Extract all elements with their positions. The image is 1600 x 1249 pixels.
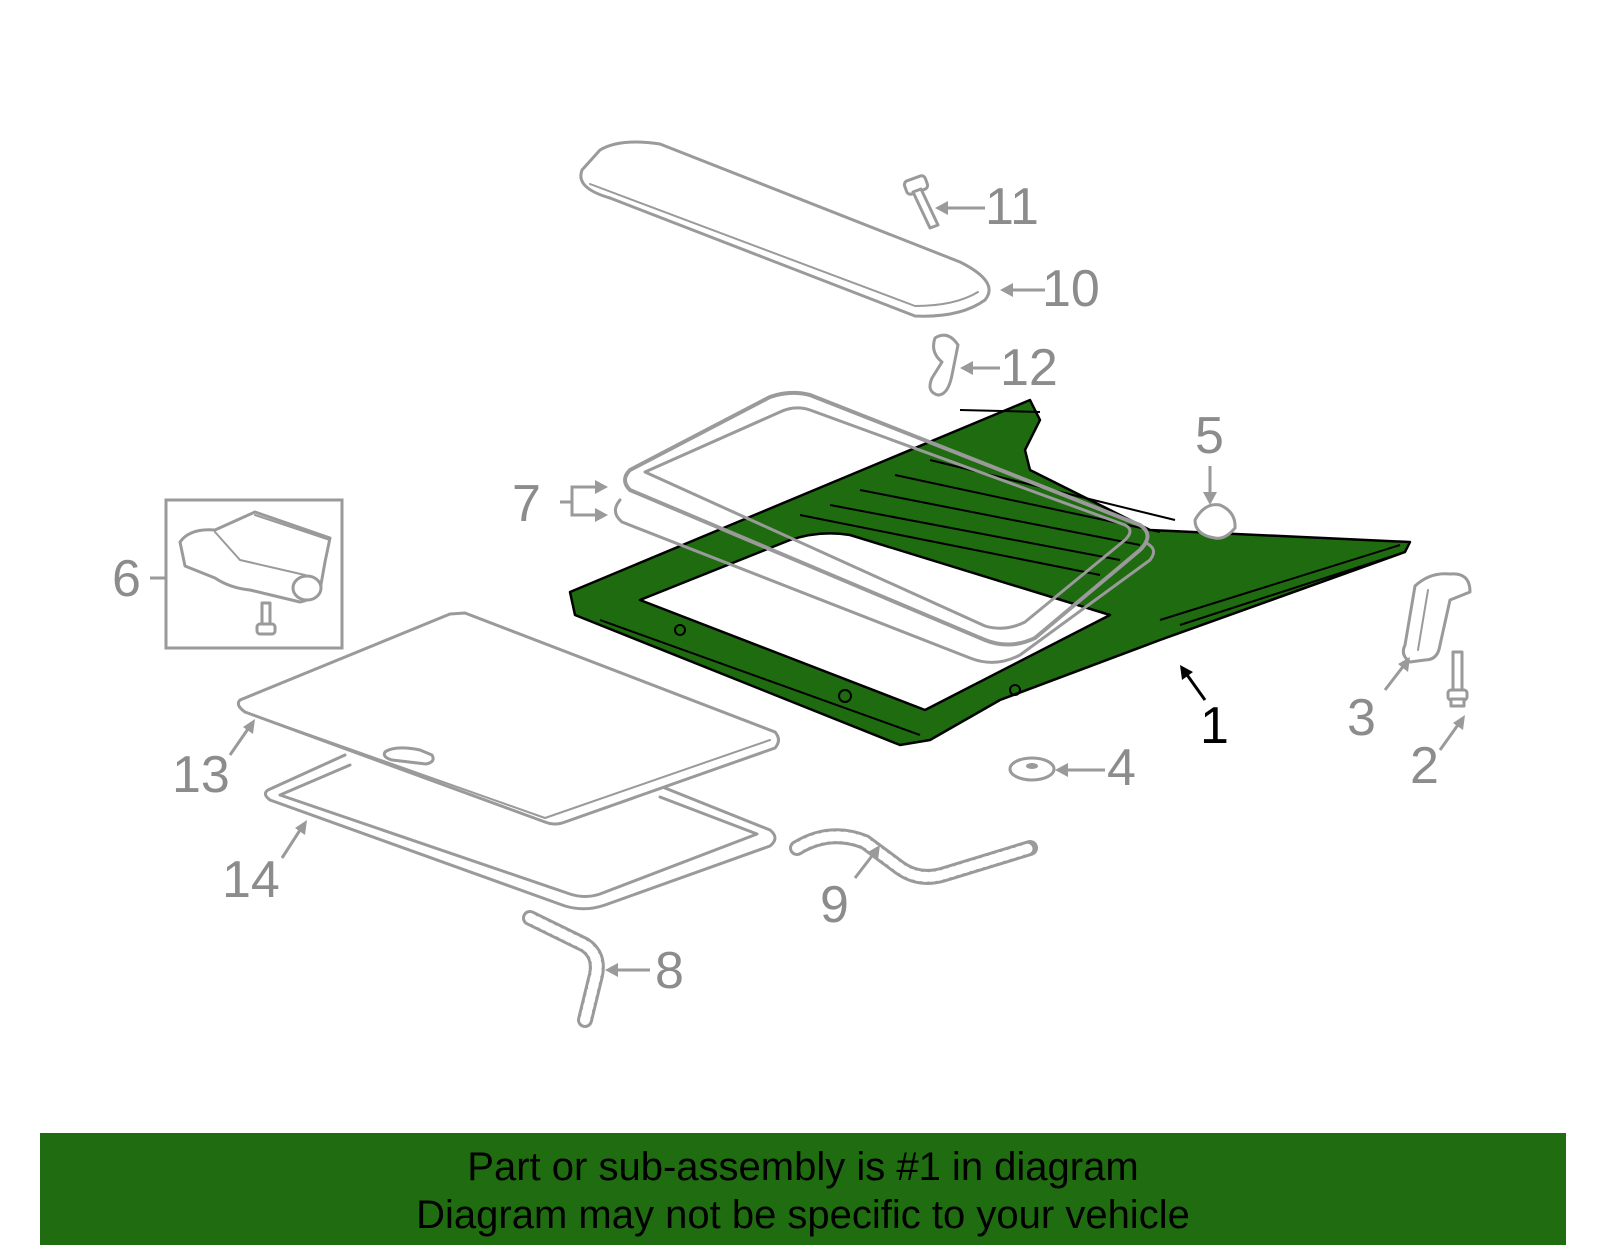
callout-13: 13 [172,746,230,804]
part-5-pad[interactable] [1193,503,1237,540]
leader-lines [150,201,1465,977]
part-6-motor[interactable] [164,498,344,650]
callout-1: 1 [1200,697,1229,755]
part-9-drain-hose[interactable] [789,828,1038,885]
part-7-seals[interactable] [614,390,1155,664]
part-14-seal[interactable] [263,753,777,911]
part-8-drain-hose[interactable] [522,910,605,1028]
callout-2: 2 [1410,737,1439,795]
info-banner: Part or sub-assembly is #1 in diagram Di… [40,1133,1566,1245]
callout-5: 5 [1195,407,1224,465]
banner-line-1: Part or sub-assembly is #1 in diagram [467,1145,1139,1189]
part-1-sunroof-frame[interactable] [568,398,1412,747]
callout-3: 3 [1347,689,1376,747]
part-3-bracket[interactable] [1401,572,1472,664]
part-10-glass-panel[interactable] [579,140,991,318]
callout-9: 9 [820,876,849,934]
part-4-washer[interactable] [1008,756,1056,782]
part-13-sunshade[interactable] [236,611,780,826]
banner-line-2: Diagram may not be specific to your vehi… [416,1193,1190,1237]
callout-4: 4 [1107,739,1136,797]
part-2-bolt[interactable] [1446,650,1469,708]
callout-7: 7 [512,475,541,533]
part-12-clip[interactable] [928,333,960,397]
callout-8: 8 [655,942,684,1000]
callout-6: 6 [112,550,141,608]
part-11-bolt[interactable] [902,174,940,230]
callout-11: 11 [985,178,1039,236]
callout-14: 14 [222,851,280,909]
callout-12: 12 [1000,339,1058,397]
callout-10: 10 [1042,260,1100,318]
